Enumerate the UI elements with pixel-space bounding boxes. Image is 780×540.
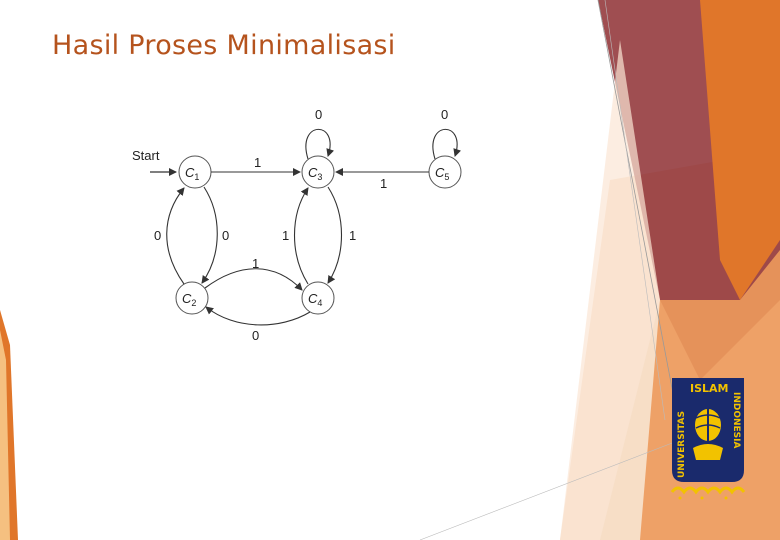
svg-text:C4: C4 <box>308 291 322 308</box>
edge-c4-c3 <box>294 187 309 285</box>
state-c4-sub: 4 <box>317 298 322 308</box>
start-label: Start <box>132 148 160 163</box>
decor-line-3 <box>419 439 681 540</box>
state-c5-sub: 5 <box>444 172 449 182</box>
edge-c2-c1 <box>166 187 185 285</box>
state-c3-name: C <box>308 165 318 180</box>
logo-arabic-script-icon <box>670 486 746 500</box>
state-c4-name: C <box>308 291 318 306</box>
svg-text:C5: C5 <box>435 165 449 182</box>
svg-text:C2: C2 <box>182 291 196 308</box>
edge-c4-c2 <box>205 306 311 326</box>
state-c1-name: C <box>185 165 195 180</box>
edge-c1-c2-label: 0 <box>222 228 229 243</box>
state-c1-sub: 1 <box>194 172 199 182</box>
edge-c3-self <box>305 128 335 160</box>
logo-emblem-icon <box>693 405 723 460</box>
decor-light-panel <box>560 40 660 540</box>
edge-c5-c3-label: 1 <box>380 176 387 191</box>
decor-orange-panel <box>700 0 780 300</box>
state-c3: C3 <box>301 155 335 189</box>
decor-line-2 <box>604 0 666 421</box>
logo-left-text: UNIVERSITAS <box>677 411 687 478</box>
edge-c2-c4-label: 1 <box>252 256 259 271</box>
state-c3-sub: 3 <box>317 172 322 182</box>
edge-c3-c4 <box>327 186 342 284</box>
edge-c1-c3-label: 1 <box>254 155 261 170</box>
svg-text:C3: C3 <box>308 165 322 182</box>
edge-c2-c1-label: 0 <box>154 228 161 243</box>
edge-c4-c2-label: 0 <box>252 328 259 343</box>
decor-left-sliver-light <box>0 330 10 540</box>
state-c4: C4 <box>301 281 335 315</box>
edge-c3-self-label: 0 <box>315 107 322 122</box>
state-c2-sub: 2 <box>191 298 196 308</box>
state-c5-name: C <box>435 165 445 180</box>
svg-text:C1: C1 <box>185 165 199 182</box>
state-c5: C5 <box>428 155 462 189</box>
state-c2: C2 <box>175 281 209 315</box>
edge-c5-self-label: 0 <box>441 107 448 122</box>
edge-c1-c2 <box>201 186 218 284</box>
state-c1: C1 <box>178 155 212 189</box>
state-c2-name: C <box>182 291 192 306</box>
edge-c2-c4 <box>204 268 303 291</box>
decor-line-1 <box>597 0 681 431</box>
page-title: Hasil Proses Minimalisasi <box>52 30 396 61</box>
edge-c4-c3-label: 1 <box>282 228 289 243</box>
edge-c3-c4-label: 1 <box>349 228 356 243</box>
edge-c5-self <box>432 128 462 160</box>
logo-top-text: ISLAM <box>690 382 728 395</box>
logo-right-text: INDONESIA <box>731 392 741 449</box>
